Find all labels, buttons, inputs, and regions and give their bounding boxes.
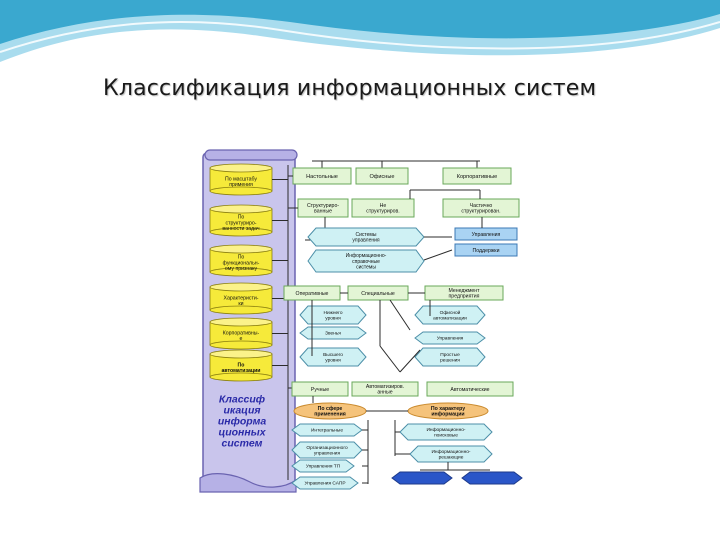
row3-cross — [379, 345, 401, 373]
row5-hex-right-label: Информационно-решающие — [431, 449, 470, 460]
criterion-cylinder — [209, 163, 273, 196]
criterion-label: Корпоративны-е — [223, 330, 260, 342]
row5-hex-right — [409, 445, 493, 463]
row2-hex — [307, 249, 425, 273]
cylinder-bottom — [209, 340, 273, 350]
row1-box-label: Настольные — [306, 174, 338, 180]
criterion-label: Характеристи-ки — [223, 295, 258, 307]
row3-hex-left-label: Звенья — [325, 331, 341, 337]
scroll-caption-line: информа — [218, 416, 267, 428]
cylinder-top — [209, 204, 273, 214]
decorative-wave-banner — [0, 0, 720, 62]
cylinder-top — [209, 244, 273, 254]
row2-right-box — [454, 243, 518, 257]
row5-blue-hex — [391, 471, 453, 485]
row3-hex-right — [414, 331, 486, 345]
row2-right-box — [454, 227, 518, 241]
row5-blue-hex — [461, 471, 523, 485]
cylinder-bottom — [209, 372, 273, 382]
row3-cross — [389, 299, 411, 331]
scroll-caption-line: Классиф — [219, 394, 265, 406]
row5-hex-left-label: Управления ТП — [306, 464, 341, 470]
row2-box — [442, 198, 520, 218]
row4-box — [291, 381, 349, 397]
criterion-cylinder — [209, 317, 273, 350]
row2-right-box-label: Поддержки — [473, 248, 500, 254]
row3-hex-right — [414, 347, 486, 367]
wave-dark-band — [0, 0, 720, 44]
row1-box-label: Офисные — [369, 174, 394, 180]
row1-box — [355, 167, 409, 185]
row3-box-label: Специальные — [361, 291, 395, 297]
scroll-top-roll — [204, 149, 298, 161]
row5-hex-left — [291, 459, 355, 473]
row4-box-label: Автоматизиров.анные — [366, 384, 404, 396]
row3-hex-left — [299, 305, 367, 325]
row3-hex-left — [299, 347, 367, 367]
criterion-cylinder — [209, 204, 273, 237]
row3-hex-right-label: Управления — [437, 336, 464, 342]
cylinder-top — [209, 317, 273, 327]
row1-box-label: Корпоративные — [457, 174, 498, 180]
cylinder-bottom — [209, 305, 273, 315]
row3-box-label: Оперативные — [296, 291, 329, 297]
criterion-cylinder — [209, 244, 273, 277]
cylinder-top — [209, 349, 273, 359]
row3-hex-right — [414, 305, 486, 325]
row4-box — [426, 381, 514, 397]
row5-hex-left-label: Интегральные — [311, 428, 343, 434]
row5-hex-right — [399, 423, 493, 441]
row5-hex-left — [291, 476, 359, 490]
row2-link — [423, 249, 453, 261]
row4-box — [351, 381, 419, 397]
cylinder-bottom — [209, 227, 273, 237]
cylinder-top — [209, 163, 273, 173]
criterion-cylinder — [209, 349, 273, 382]
row2-right-box-label: Управления — [472, 232, 501, 238]
row4-box-label: Ручные — [311, 387, 329, 393]
criterion-cylinder — [209, 282, 273, 315]
row4-box-label: Автоматические — [450, 387, 489, 393]
scroll-caption-line: систем — [222, 438, 263, 450]
cylinder-top — [209, 282, 273, 292]
row3-hex-left — [299, 326, 367, 340]
row2-box-label: Структуриро-ванные — [307, 203, 339, 215]
cylinder-bottom — [209, 186, 273, 196]
slide-title: Классификация информационных систем — [103, 76, 597, 101]
row3-cross — [399, 349, 421, 373]
scroll-caption-line: икация — [223, 405, 260, 417]
row5-hex-right-label: Информационно-поисковые — [426, 427, 465, 438]
wave-white-stripe — [0, 20, 720, 53]
scroll-caption-line: ционных — [218, 427, 266, 439]
cylinder-bottom — [209, 267, 273, 277]
row1-box — [442, 167, 512, 185]
row5-hex-left-label: Управления САПР — [304, 481, 345, 487]
row2-box — [351, 198, 415, 218]
